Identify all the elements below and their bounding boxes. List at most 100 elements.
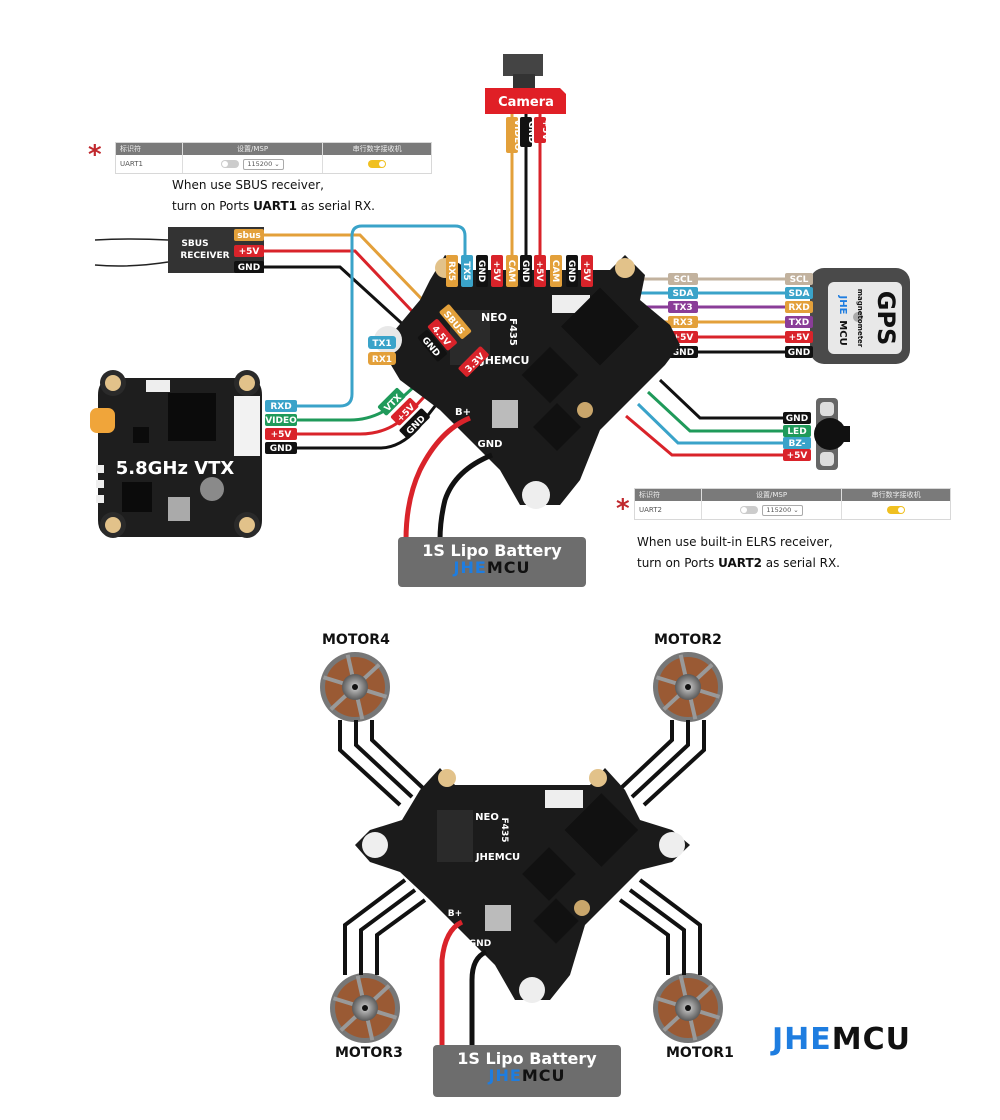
logo-black: MCU	[831, 1022, 911, 1057]
msp-cell: 115200 ⌄	[183, 155, 324, 173]
fc-battery-neg: GND	[469, 939, 491, 949]
gps-fc-pin-labels: SCL SDA TX3 RX3 +5V GND	[668, 273, 698, 358]
baud-select[interactable]: 115200 ⌄	[243, 158, 284, 170]
serial-rx-toggle[interactable]	[368, 160, 387, 168]
table-row: UART2 115200 ⌄	[635, 501, 950, 519]
fc-top-pin: +5V	[534, 255, 546, 287]
battery-neg-wire	[437, 452, 493, 541]
pin-sbus-bg	[234, 229, 264, 241]
motor-shaft	[685, 684, 691, 690]
pin-gnd: GND	[526, 121, 536, 143]
pin-rxd: RXD	[270, 402, 291, 412]
antenna-connector	[574, 900, 590, 916]
fc-name-1: NEO	[481, 311, 507, 324]
fc-top-pin: GND	[476, 255, 488, 287]
fc-sda-bg	[668, 287, 698, 299]
pin-video: VIDEO	[512, 119, 522, 151]
msp-toggle[interactable]	[740, 506, 759, 514]
sbus-receiver: SBUS RECEIVER sbus +5V GND	[94, 227, 264, 273]
pin-tx1-bg	[368, 336, 396, 349]
pin-gnd-bg	[417, 330, 447, 362]
fc-top-pin-label: GND	[520, 260, 530, 282]
fc-pin-rx3: RX3	[673, 318, 693, 328]
mount-hole-pad	[105, 375, 121, 391]
sbus-signal-wire	[264, 233, 442, 320]
pin-video: VIDEO	[265, 416, 297, 426]
pin-sbus-bg	[439, 304, 472, 339]
gps-txd-bg	[785, 316, 813, 328]
connector	[234, 396, 260, 456]
motor2	[653, 652, 723, 722]
gps-brand-black: MCU	[837, 320, 848, 345]
gps-brand-blue: JHE	[837, 295, 848, 315]
fc-top-pin-bg	[461, 255, 473, 287]
note-star-icon: *	[616, 494, 630, 524]
serial-rx-toggle[interactable]	[887, 506, 906, 514]
baud-select[interactable]: 115200 ⌄	[762, 504, 803, 516]
gps-pin-5v: +5V	[789, 333, 810, 343]
pin-rxd-bg	[265, 400, 297, 412]
motor1-wire	[628, 888, 686, 975]
buzzer-gnd-bg	[783, 412, 811, 424]
camera-pin-labels: VIDEO GND +5V	[506, 117, 550, 153]
uart2-note: When use built-in ELRS receiver, turn on…	[637, 532, 840, 574]
fc-battery-neg: GND	[478, 439, 503, 450]
buzzer-led-wire	[646, 390, 785, 433]
fc-pin-scl: SCL	[674, 275, 693, 285]
led	[96, 480, 104, 488]
header-serial-rx: 串行数字接收机	[352, 145, 402, 153]
pin-gnd: GND	[238, 263, 260, 273]
fc-name-1: NEO	[475, 812, 499, 823]
buzzer-5v-wire	[625, 414, 785, 457]
gps-gnd-bg	[785, 346, 813, 358]
receiver-title-2: RECEIVER	[180, 251, 229, 261]
mount-hole	[615, 258, 635, 278]
motor3-label: MOTOR3	[335, 1045, 403, 1061]
battery-pos-wire	[403, 415, 471, 541]
pin-33v-bg	[458, 346, 489, 377]
baud-value: 115200	[766, 505, 792, 514]
header-serial-rx: 串行数字接收机	[871, 491, 921, 499]
buzzer	[814, 398, 850, 470]
fc-top-pin: CAM	[506, 255, 518, 287]
gps-pin-txd: TXD	[789, 318, 810, 328]
motor1-wire	[618, 898, 670, 975]
msp-toggle[interactable]	[221, 160, 240, 168]
fc-battery-pos: B+	[448, 909, 462, 919]
gps-pin-gnd: GND	[788, 348, 810, 358]
motor1-wire	[638, 878, 702, 975]
fc-top-pin-label: GND	[566, 260, 576, 282]
header-identifier: 标识符	[635, 489, 702, 501]
table-row: UART1 115200 ⌄	[116, 155, 431, 173]
gps-pin-sda: SDA	[789, 289, 810, 299]
note-line-1: When use SBUS receiver,	[172, 178, 324, 192]
motor4-wire	[370, 720, 426, 791]
fc-top-pin: +5V	[491, 255, 503, 287]
fc-pin-5v: +5V	[673, 333, 694, 343]
fc-top-pin-bg	[520, 255, 532, 287]
fc-top-pin: RX5	[446, 255, 458, 287]
vtx-chip	[168, 393, 216, 441]
pin-video-bg	[506, 117, 518, 153]
buzzer-bz-bg	[783, 437, 811, 449]
fc-pin-gnd: GND	[672, 348, 694, 358]
fc-rx3-bg	[668, 316, 698, 328]
fc-top-pin-label: CAM	[550, 260, 560, 283]
pin-45v-bg	[427, 319, 457, 351]
fc-top-pin-label: +5V	[534, 261, 544, 282]
logo-blue: JHE	[488, 1066, 522, 1085]
fc-top-pin-bg	[506, 255, 518, 287]
vtx-button	[146, 380, 170, 392]
fc-top-pin-bg	[491, 255, 503, 287]
battery-title: 1S Lipo Battery	[457, 1049, 597, 1068]
battery-neg-wire	[469, 949, 488, 1048]
uart1-config-table: 标识符 设置/MSP 串行数字接收机 UART1 115200 ⌄	[115, 142, 432, 174]
mount-hole	[362, 832, 388, 858]
vtx-pin-labels: RXD VIDEO +5V GND	[265, 400, 297, 454]
fc-top-pin: GND	[566, 255, 578, 287]
chip	[437, 810, 473, 862]
buzzer-pin-gnd: GND	[786, 414, 808, 424]
pin-5v-bg	[265, 428, 297, 440]
buzzer-hole	[820, 402, 834, 416]
header-msp: 设置/MSP	[183, 143, 324, 155]
